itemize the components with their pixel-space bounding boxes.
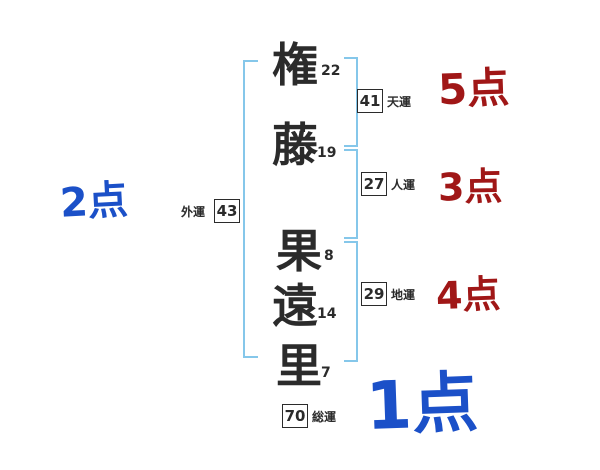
heaven-luck-score: 5点	[437, 62, 511, 115]
earth-luck-bracket	[344, 241, 358, 362]
name-char-3: 果	[276, 224, 322, 278]
outer-luck-bracket	[243, 60, 258, 358]
outer-luck-label: 外運	[181, 205, 206, 219]
stroke-count-2: 19	[317, 145, 337, 161]
name-char-1: 権	[272, 38, 318, 92]
name-char-2: 藤	[272, 118, 318, 172]
person-luck-value: 27	[363, 174, 385, 193]
name-char-5: 里	[276, 339, 322, 393]
heaven-luck-bracket	[344, 57, 358, 147]
earth-luck-value: 29	[363, 284, 385, 303]
name-char-4: 遠	[272, 279, 318, 333]
person-luck-score: 3点	[437, 164, 503, 210]
earth-luck-value-box: 29	[361, 282, 387, 306]
stroke-count-1: 22	[321, 63, 341, 79]
heaven-luck-value-box: 41	[357, 89, 383, 113]
person-luck-value-box: 27	[361, 172, 387, 196]
outer-luck-value-box: 43	[214, 199, 240, 223]
total-luck-value: 70	[284, 406, 306, 425]
stroke-count-3: 8	[324, 248, 334, 264]
total-luck-label: 総運	[312, 410, 337, 424]
person-luck-bracket	[344, 149, 358, 239]
heaven-luck-value: 41	[359, 91, 381, 110]
total-luck-value-box: 70	[282, 404, 308, 428]
total-luck-score: 1点	[364, 364, 480, 445]
outer-luck-value: 43	[216, 201, 238, 220]
stroke-count-5: 7	[321, 365, 331, 381]
earth-luck-score: 4点	[435, 271, 502, 319]
stroke-count-4: 14	[317, 306, 337, 322]
outer-luck-score: 2点	[58, 177, 130, 227]
heaven-luck-label: 天運	[387, 95, 412, 109]
earth-luck-label: 地運	[391, 288, 416, 302]
person-luck-label: 人運	[391, 178, 416, 192]
